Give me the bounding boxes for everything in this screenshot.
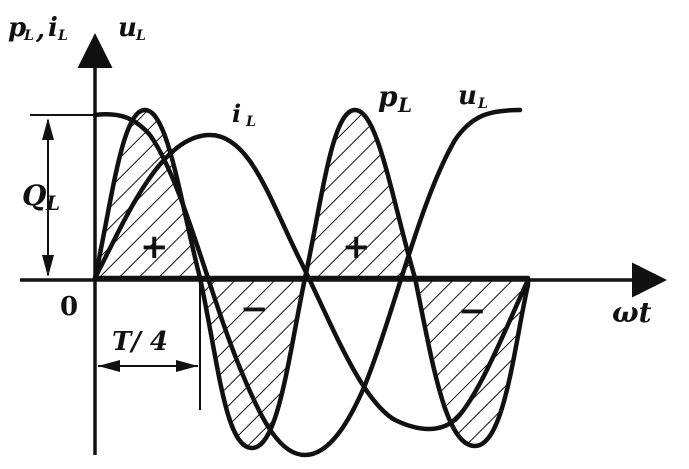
qL-arrow-down xyxy=(42,255,54,277)
quarter-period-label: T/ 4 xyxy=(112,327,168,357)
lobe3-sign: + xyxy=(342,227,371,267)
amplitude-label: Q xyxy=(22,179,46,212)
y-axis-label-u-sub: L xyxy=(135,28,146,44)
origin-label: 0 xyxy=(60,292,78,322)
amplitude-label-sub: L xyxy=(45,191,60,215)
y-axis-label-comma: , xyxy=(35,15,45,45)
x-axis-label: ωt xyxy=(612,296,652,329)
power-lobe-4 xyxy=(412,275,531,449)
y-axis-label-p: p xyxy=(8,13,26,43)
quarter-period-arrow-left xyxy=(98,360,120,372)
y-axis-label-p-sub: L xyxy=(23,28,34,44)
y-axis-label-i-sub: L xyxy=(57,28,68,44)
lobe2-sign: − xyxy=(240,289,269,329)
lobe4-sign: − xyxy=(458,291,487,331)
y-axis-label-i: i xyxy=(48,13,58,43)
current-curve-label: i xyxy=(232,99,241,128)
power-lobe-2 xyxy=(197,275,308,451)
power-curve-label-sub: L xyxy=(397,93,412,117)
power-lobe-3 xyxy=(302,107,418,281)
y-axis-label-u: u xyxy=(118,13,137,43)
current-curve-label-sub: L xyxy=(245,114,256,130)
qL-arrow-up xyxy=(42,118,54,140)
power-curve-label: p xyxy=(378,80,398,113)
lobe1-sign: + xyxy=(140,227,169,267)
voltage-curve-label: u xyxy=(458,81,477,111)
voltage-curve-label-sub: L xyxy=(477,96,488,112)
current-curve xyxy=(92,132,531,432)
quarter-period-arrow-right xyxy=(176,360,198,372)
